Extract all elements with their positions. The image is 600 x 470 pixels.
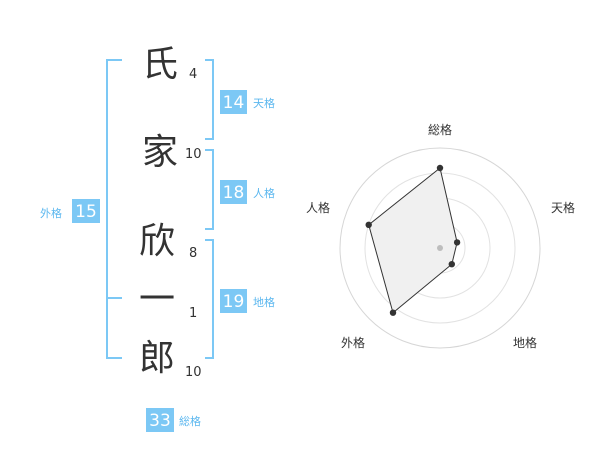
radar-axis-label-tenkaku: 天格 <box>551 200 575 215</box>
radar-point-0 <box>436 164 444 172</box>
name-char-4: 一 <box>139 279 175 320</box>
name-char-2: 家 <box>142 132 178 173</box>
chikaku-bracket <box>205 239 214 359</box>
radar-axis-label-jinkaku: 人格 <box>306 200 330 215</box>
name-char-1: 氏 <box>142 44 178 85</box>
radar-axis-label-gaikaku: 外格 <box>341 335 365 350</box>
soukaku-value: 33 <box>149 411 171 431</box>
jinkaku-bracket <box>205 149 214 230</box>
radar-polygon <box>368 167 458 314</box>
tenkaku-label: 天格 <box>253 96 275 110</box>
radar-point-3 <box>389 309 397 316</box>
tenkaku-value: 14 <box>223 93 245 113</box>
name-breakdown: 氏 4 家 10 欣 8 一 1 郎 10 14 天格 18 人格 19 地格 … <box>40 44 275 432</box>
radar-point-1 <box>453 239 461 246</box>
jinkaku-badge: 18 人格 <box>220 180 275 204</box>
jinkaku-value: 18 <box>223 183 245 203</box>
chikaku-badge: 19 地格 <box>220 289 275 313</box>
stroke-count-4: 1 <box>189 306 197 321</box>
fortune-radar-chart: 総格 天格 地格 外格 人格 <box>306 122 575 350</box>
soukaku-badge: 33 総格 <box>146 408 201 432</box>
gaikaku-value: 15 <box>75 202 97 222</box>
chikaku-label: 地格 <box>253 295 275 309</box>
jinkaku-label: 人格 <box>253 186 275 200</box>
radar-ring-4 <box>339 147 541 349</box>
radar-center-dot <box>437 245 443 251</box>
name-char-5: 郎 <box>139 338 175 379</box>
radar-point-2 <box>448 261 455 268</box>
tenkaku-badge: 14 天格 <box>220 90 275 114</box>
radar-points <box>365 164 461 316</box>
gaikaku-badge: 外格 15 <box>40 199 100 223</box>
stroke-count-1: 4 <box>189 67 197 82</box>
gaikaku-label: 外格 <box>40 206 62 220</box>
radar-axis-label-chikaku: 地格 <box>513 335 537 350</box>
name-char-3: 欣 <box>139 221 175 262</box>
stroke-count-5: 10 <box>185 365 202 380</box>
chikaku-value: 19 <box>223 292 245 312</box>
tenkaku-bracket <box>205 59 214 140</box>
stroke-count-2: 10 <box>185 147 202 162</box>
soukaku-label: 総格 <box>179 414 201 428</box>
radar-point-4 <box>365 221 372 228</box>
gaikaku-bracket <box>106 59 122 359</box>
stroke-count-3: 8 <box>189 246 197 261</box>
radar-axis-label-soukaku: 総格 <box>428 122 452 137</box>
